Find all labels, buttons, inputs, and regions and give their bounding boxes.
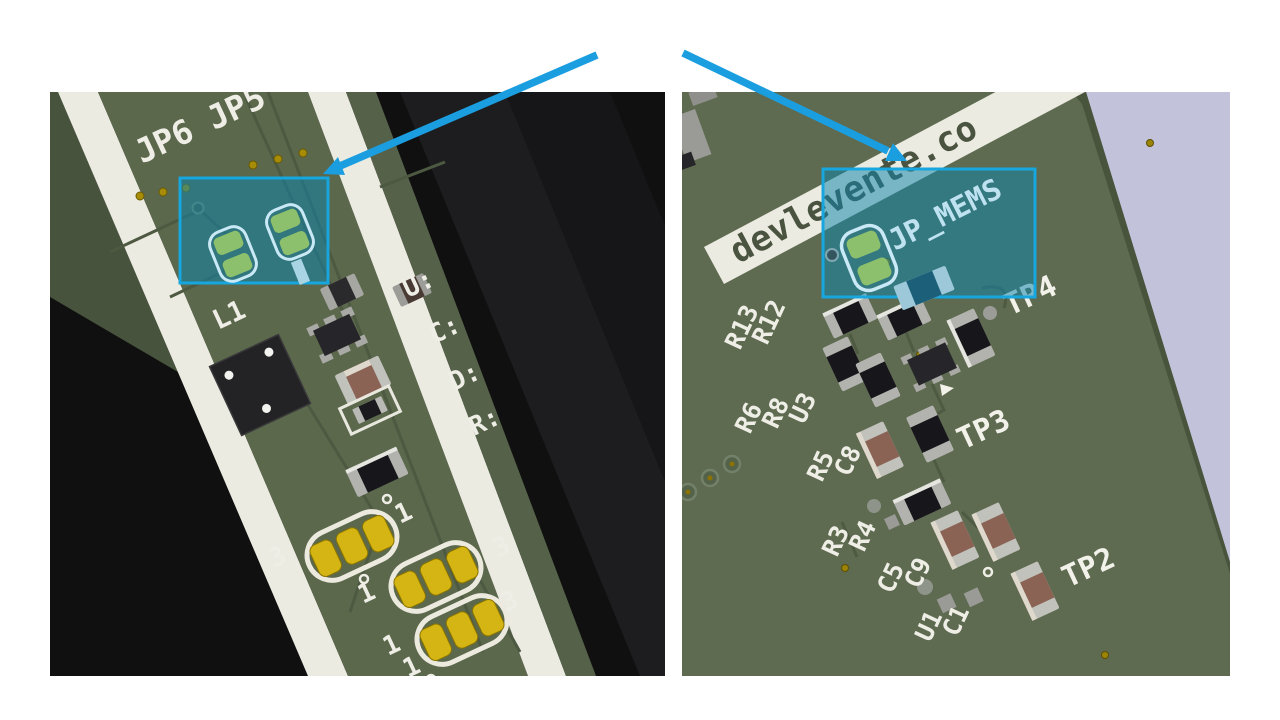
resistor-chip	[345, 446, 409, 497]
left-pcb-photo: JP6 JP5 L1	[50, 92, 665, 676]
resistor-chip-r13	[822, 293, 878, 339]
chip-small	[392, 273, 432, 307]
solder-jumper-pad	[208, 225, 258, 283]
sot23-ic-u3	[900, 337, 961, 393]
diode-outline	[337, 383, 403, 437]
resistor-chip-r3-r4	[892, 478, 951, 526]
tinted-component	[893, 266, 955, 310]
tinted-via	[825, 248, 839, 262]
silkscreen-edge-strip-right	[308, 92, 566, 676]
board-edge-sliver	[50, 92, 178, 372]
capacitor-chip-c8	[855, 421, 904, 479]
chip-below-highlight	[320, 273, 364, 311]
solder-jumper-3pad	[414, 593, 510, 667]
pin1-triangle-marker	[940, 384, 954, 396]
round-pad	[867, 499, 881, 513]
resistor-chip-near-tp4	[946, 308, 995, 368]
resistor-chip-r12	[876, 295, 932, 341]
small-pad-c1	[963, 587, 984, 608]
capacitor-chip-c5	[930, 510, 979, 570]
resistor-chip-r6	[822, 336, 868, 392]
capacitor-chip-c9	[971, 502, 1020, 562]
highlight-box-left	[178, 176, 330, 285]
solder-jumper-3pad	[304, 509, 400, 583]
round-pad	[917, 579, 933, 595]
inductor-l1	[208, 333, 312, 437]
testpoint-pad-tp4	[983, 306, 997, 320]
small-pad	[884, 514, 900, 530]
tinted-component-fragment	[290, 258, 311, 285]
sot23-ic	[306, 306, 369, 364]
right-pcb-photo: devlevente.co	[682, 92, 1230, 676]
capacitor-brown	[335, 356, 391, 404]
pin1-circle	[982, 566, 994, 578]
solder-jumper-3pad	[388, 540, 484, 614]
pcb-margin	[346, 92, 596, 676]
background-slab	[505, 92, 665, 482]
small-pad-u1	[936, 593, 957, 614]
solder-jumper-pad	[265, 203, 315, 261]
capacitor-chip-near-tp2	[1010, 561, 1059, 621]
silkscreen-edge-strip-left	[58, 92, 348, 676]
via-row	[682, 454, 742, 502]
background-slab	[400, 92, 665, 676]
resistor-chip-r5	[906, 405, 954, 463]
solder-jumper-pad	[839, 223, 899, 293]
resistor-chip-r8	[855, 352, 901, 408]
